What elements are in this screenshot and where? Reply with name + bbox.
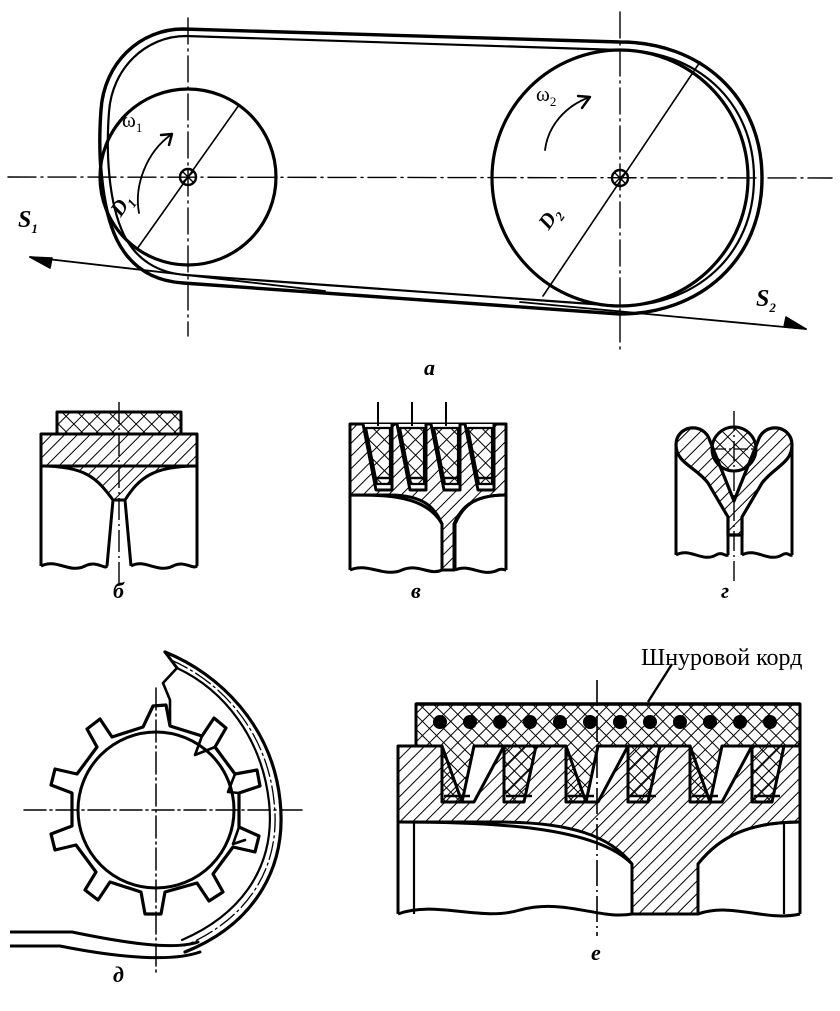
s1-arrow-head: [29, 256, 53, 269]
belt-inner-contour: [106, 34, 756, 308]
driving-pulley-circle: [98, 87, 278, 267]
omega2-label: ω2: [536, 82, 557, 110]
round-break-line: [675, 551, 794, 559]
flat-pulley-disc-right: [123, 499, 133, 567]
cord-leader-line: [646, 663, 674, 703]
toothed-belt-dashdot: [170, 659, 276, 947]
omega1-rotation-arc: [137, 133, 173, 214]
s1-force-line: [29, 256, 326, 292]
panel-e-toothed-belt-section: [396, 663, 802, 936]
toothed-belt-cord-dots: [433, 715, 777, 729]
vbelt-2: [398, 426, 426, 486]
omega1-index: 1: [135, 120, 143, 136]
toothed-section-break-line: [397, 904, 801, 918]
toothed-pulley-bottom-band: [10, 930, 200, 948]
vbelt-1: [364, 426, 392, 486]
s2-arrow-head: [783, 316, 807, 330]
driving-pulley-shaft: [178, 167, 198, 187]
vbelt-3: [432, 426, 460, 486]
flat-pulley-disc-left: [105, 499, 115, 567]
toothed-pulley-section-outline: [396, 746, 802, 914]
cord-annotation-label: Шнуровой корд: [641, 645, 803, 671]
belt-outer-contour: [98, 27, 764, 316]
subfigure-label-a: а: [424, 355, 435, 380]
toothed-belt-teeth: [161, 666, 247, 846]
panel-b-flat-belt-section: [39, 402, 199, 586]
omega2-arrow-head: [576, 94, 592, 110]
vbelt-break-line: [349, 566, 507, 574]
driven-pulley-shaft: [610, 168, 630, 188]
horizontal-centerline: [7, 176, 833, 179]
toothed-pulley-section-web-left: [397, 820, 634, 914]
subfigure-label-e: е: [591, 940, 601, 965]
s2-force-line: [519, 301, 807, 330]
subfigure-label-v: в: [411, 578, 421, 603]
driven-pulley-shaft-cross: [613, 171, 627, 185]
panel-d-toothed-pulley: [10, 650, 303, 973]
omega2-index: 2: [549, 94, 557, 110]
omega1-label: ω1: [122, 108, 143, 136]
d1-diameter-line: [136, 104, 240, 250]
toothed-belt-outer: [163, 650, 283, 954]
driven-pulley-circle: [490, 48, 750, 308]
omega1-arrow-head: [159, 132, 174, 147]
toothed-pulley-bottom-band2: [10, 944, 202, 960]
panel-g-round-belt-section: [674, 411, 794, 581]
panel-a-belt-drive-scheme: [7, 11, 833, 353]
toothed-belt-cut-top: [163, 650, 179, 670]
s1-label: S1: [18, 207, 38, 236]
panel-v-vbelt-section: [348, 402, 508, 574]
toothed-belt-inner: [175, 666, 271, 942]
vbelt-4: [466, 426, 494, 486]
subfigure-label-b: б: [113, 578, 124, 603]
vbelt-pulley-outline-left: [348, 424, 444, 570]
omega2-rotation-arc: [544, 96, 591, 151]
subfigure-label-d: д: [113, 962, 124, 987]
d2-diameter-line: [542, 61, 701, 297]
toothed-pulley-section-web-right: [696, 820, 801, 914]
vbelt-center-marks: [377, 402, 447, 426]
s2-label: S2: [756, 286, 776, 315]
subfigure-label-g: г: [721, 578, 730, 603]
flat-break-line: [40, 562, 199, 570]
